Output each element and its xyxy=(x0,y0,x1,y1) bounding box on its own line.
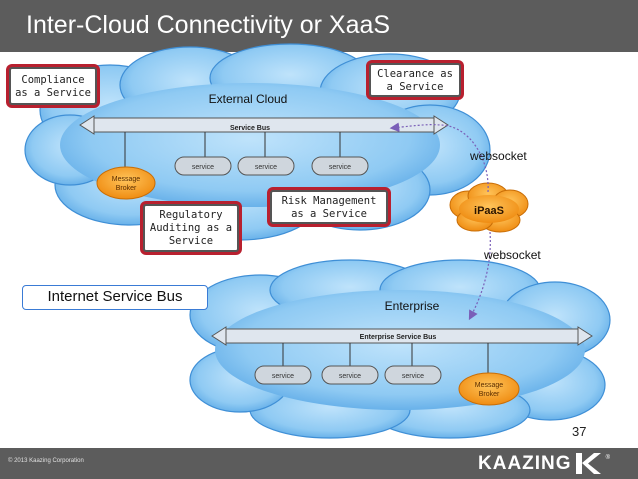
internet-service-bus-box: Internet Service Bus xyxy=(22,285,208,310)
kaazing-logo: KAAZING ® xyxy=(478,450,610,477)
svg-text:Broker: Broker xyxy=(479,391,500,398)
clearance-note: Clearance as a Service xyxy=(369,63,461,97)
registered-mark: ® xyxy=(605,455,610,461)
svg-text:Message: Message xyxy=(475,382,504,389)
compliance-note: Compliance as a Service xyxy=(9,67,97,105)
websocket-connector-top xyxy=(389,122,489,193)
title-bar: Inter-Cloud Connectivity or XaaS xyxy=(0,0,638,52)
svg-text:service: service xyxy=(255,164,277,171)
external-service-2: service xyxy=(237,156,295,176)
slide-title: Inter-Cloud Connectivity or XaaS xyxy=(26,11,391,39)
copyright-text: © 2013 Kaazing Corporation xyxy=(8,458,84,464)
page-number: 37 xyxy=(572,424,587,439)
enterprise-service-3: service xyxy=(384,365,442,385)
enterprise-cloud-shape xyxy=(189,259,611,439)
enterprise-message-broker: Message Broker xyxy=(458,372,520,406)
external-message-broker: Message Broker xyxy=(96,166,156,200)
svg-text:service: service xyxy=(329,164,351,171)
websocket-label-top: websocket xyxy=(469,149,527,163)
websocket-label-bottom: websocket xyxy=(483,248,541,262)
service-bus-label: Service Bus xyxy=(230,125,270,132)
external-cloud-label: External Cloud xyxy=(209,92,288,106)
websocket-connector-bottom xyxy=(468,231,491,321)
svg-text:Broker: Broker xyxy=(116,185,137,192)
svg-text:Message: Message xyxy=(112,176,141,183)
kaazing-k-icon xyxy=(575,453,601,474)
svg-text:service: service xyxy=(339,373,361,380)
enterprise-service-1: service xyxy=(254,365,312,385)
enterprise-bus-label: Enterprise Service Bus xyxy=(360,334,437,341)
ipaas-label: iPaaS xyxy=(474,205,504,217)
svg-text:service: service xyxy=(192,164,214,171)
footer-bar: © 2013 Kaazing Corporation KAAZING ® xyxy=(0,448,638,479)
ipaas-cloud: iPaaS xyxy=(449,182,529,233)
risk-management-note: Risk Management as a Service xyxy=(270,190,388,224)
enterprise-label: Enterprise xyxy=(385,299,440,313)
logo-wordmark: KAAZING xyxy=(478,452,572,474)
svg-text:service: service xyxy=(272,373,294,380)
svg-text:service: service xyxy=(402,373,424,380)
external-service-3: service xyxy=(311,156,369,176)
enterprise-service-2: service xyxy=(321,365,379,385)
external-service-1: service xyxy=(174,156,232,176)
regulatory-note: Regulatory Auditing as a Service xyxy=(143,204,239,252)
